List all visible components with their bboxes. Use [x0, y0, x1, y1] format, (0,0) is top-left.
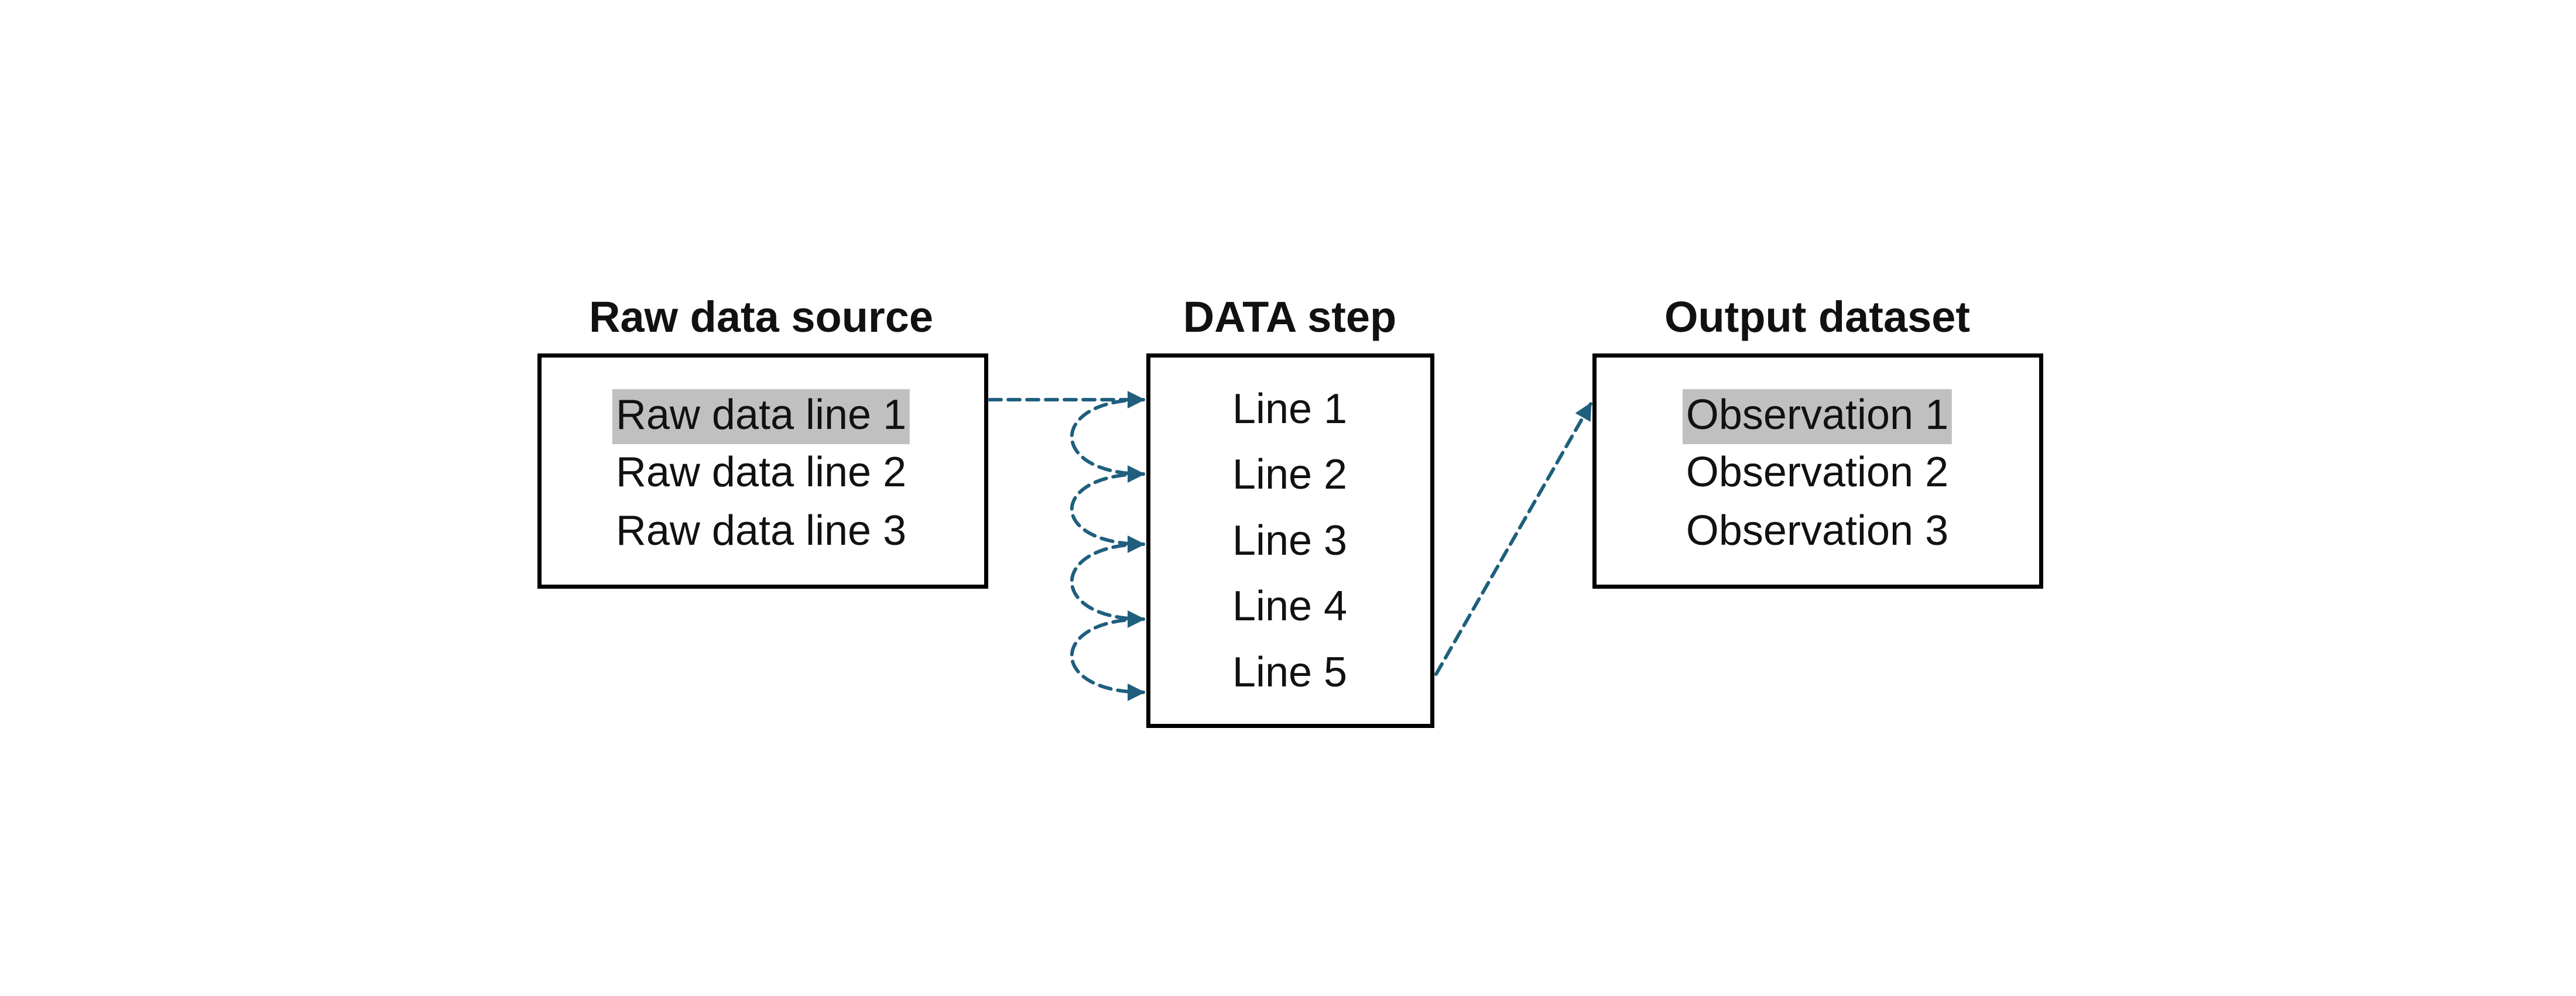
observation-1: Observation 1 — [1682, 389, 1952, 444]
data-step-line-2: Line 2 — [1232, 451, 1348, 498]
data-step-title: DATA step — [1183, 293, 1397, 341]
loop-arrow-line-3-to-4 — [1070, 542, 1145, 628]
data-step-line-4: Line 4 — [1232, 583, 1348, 630]
observation-3: Observation 3 — [1686, 507, 1949, 554]
observation-2: Observation 2 — [1686, 449, 1949, 496]
raw-data-line-1: Raw data line 1 — [612, 389, 910, 444]
raw-data-line-2: Raw data line 2 — [615, 449, 907, 496]
data-step-line-1: Line 1 — [1232, 386, 1348, 432]
data-step-line-5: Line 5 — [1232, 649, 1348, 696]
output-dataset-title: Output dataset — [1664, 293, 1971, 341]
raw-data-source-title: Raw data source — [588, 293, 934, 341]
loop-arrow-line-1-to-2 — [1070, 398, 1145, 483]
loop-arrow-line-2-to-3 — [1070, 472, 1145, 553]
raw-data-line-3: Raw data line 3 — [615, 507, 907, 554]
loop-arrow-line-4-to-5 — [1070, 617, 1145, 701]
arrow-line-5-to-observation-1 — [1434, 402, 1592, 676]
data-step-box — [1146, 353, 1434, 728]
data-step-line-3: Line 3 — [1232, 517, 1348, 564]
